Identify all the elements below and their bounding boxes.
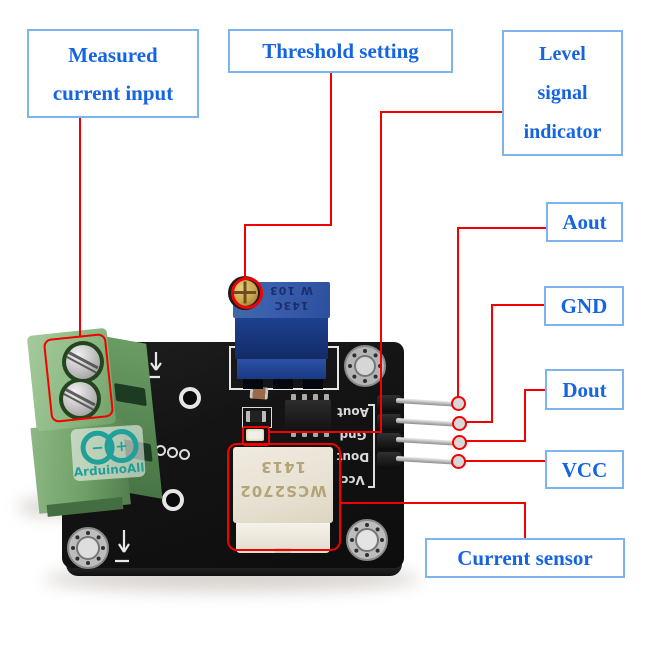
- line-aout-h: [457, 227, 546, 229]
- label-gnd: GND: [544, 286, 624, 326]
- mounting-hole-bottom-right: [346, 519, 388, 561]
- label-line: GND: [560, 294, 608, 318]
- silkscreen-bracket: [373, 404, 375, 488]
- plated-hole-lower: [162, 489, 184, 511]
- watermark-text: ArduinoAll: [73, 460, 145, 480]
- ic-pin: [324, 394, 329, 401]
- ic-pin: [313, 430, 318, 437]
- label-line: Dout: [562, 377, 607, 402]
- ic-pin: [313, 394, 318, 401]
- trimpot-foot: [303, 379, 323, 389]
- plus-glyph: +: [114, 436, 129, 456]
- highlight-pin-gnd: [452, 416, 467, 431]
- plated-hole-upper: [179, 387, 201, 409]
- pin-gnd: [395, 418, 459, 427]
- header-base: [377, 433, 401, 450]
- trimpot-foot: [273, 379, 293, 389]
- terminal-screw-1: [66, 345, 100, 379]
- current-direction-arrow-bottom-icon: [115, 530, 130, 563]
- silkscreen-bracket-tick: [368, 404, 374, 406]
- trimpot-marking-text: 143C W 103: [255, 283, 327, 313]
- highlight-current-sensor: [227, 443, 341, 551]
- ic-pin: [302, 394, 307, 401]
- line-gnd-h1: [491, 304, 544, 306]
- ic-pin: [324, 430, 329, 437]
- silkscreen-dot: [167, 447, 178, 458]
- ic-pin: [291, 430, 296, 437]
- silkscreen-bracket-tick: [368, 486, 374, 488]
- label-line: Aout: [562, 210, 607, 234]
- label-level-signal-indicator: Level signal indicator: [502, 30, 623, 156]
- header-base: [377, 395, 401, 412]
- highlight-led: [242, 426, 270, 446]
- mounting-hole-bottom-left: [67, 527, 109, 569]
- arduinoall-watermark: − + ArduinoAll: [70, 424, 146, 482]
- label-line: current input: [52, 80, 174, 105]
- minus-glyph: −: [90, 438, 105, 458]
- line-measured-input: [79, 116, 81, 337]
- trimpot-marking-line: 143C: [273, 299, 309, 312]
- silkscreen-dot: [179, 449, 190, 460]
- line-dout-h2: [466, 440, 526, 442]
- label-line: Level: [539, 42, 586, 65]
- line-sensor-h: [340, 502, 526, 504]
- label-threshold-setting: Threshold setting: [228, 29, 453, 73]
- sensor-top-face: [233, 447, 333, 523]
- label-line: VCC: [561, 457, 608, 482]
- line-aout-v: [457, 227, 459, 397]
- line-sensor-v: [524, 502, 526, 538]
- terminal-screw-2: [63, 382, 97, 416]
- trimpot-marking-line: W 103: [269, 284, 313, 297]
- line-threshold-v2: [244, 224, 246, 278]
- ic-pin: [291, 394, 296, 401]
- label-vcc: VCC: [545, 450, 624, 489]
- label-dout: Dout: [545, 369, 624, 410]
- wcs2702-current-sensor: WCS2702 1413: [233, 447, 333, 555]
- line-level-h1: [381, 111, 502, 113]
- comparator-ic: [285, 400, 331, 431]
- highlight-terminal-screws: [42, 332, 115, 424]
- highlight-pin-dout: [452, 435, 467, 450]
- line-gnd-h2: [466, 421, 493, 423]
- line-level-v: [380, 111, 382, 433]
- line-threshold-v1: [330, 72, 332, 226]
- line-dout-v: [524, 389, 526, 442]
- pin-aout: [395, 398, 459, 407]
- line-dout-h1: [524, 389, 545, 391]
- label-line: Current sensor: [457, 546, 593, 570]
- level-indicator-led: [246, 429, 264, 441]
- line-vcc-h: [465, 460, 545, 462]
- label-line: Threshold setting: [262, 39, 419, 63]
- pin-dout: [395, 437, 459, 446]
- highlight-pin-aout: [451, 396, 466, 411]
- highlight-pin-vcc: [451, 454, 466, 469]
- label-line: signal: [537, 81, 588, 104]
- header-base: [377, 414, 401, 431]
- silkscreen-label-aout: Aout: [337, 405, 369, 419]
- smd-resistor: [246, 411, 266, 422]
- line-level-h2: [268, 431, 382, 433]
- ic-pin: [302, 430, 307, 437]
- wire-entry-slot: [114, 382, 147, 407]
- trimpot-front-face: [235, 318, 328, 359]
- current-direction-arrow-top-icon: [148, 352, 162, 379]
- label-aout: Aout: [546, 202, 623, 242]
- highlight-threshold-screw: [231, 277, 263, 309]
- label-line: Measured: [68, 42, 158, 67]
- header-base: [377, 452, 401, 469]
- label-measured-current-input: Measured current input: [27, 29, 199, 118]
- label-current-sensor: Current sensor: [425, 538, 625, 578]
- pin-vcc: [395, 456, 459, 465]
- trimpot-foot: [243, 379, 263, 389]
- line-threshold-h: [245, 224, 332, 226]
- label-line: indicator: [523, 120, 602, 143]
- trimpot-lower-face: [237, 359, 326, 379]
- mounting-hole-top-right: [344, 345, 386, 387]
- line-gnd-v: [491, 304, 493, 423]
